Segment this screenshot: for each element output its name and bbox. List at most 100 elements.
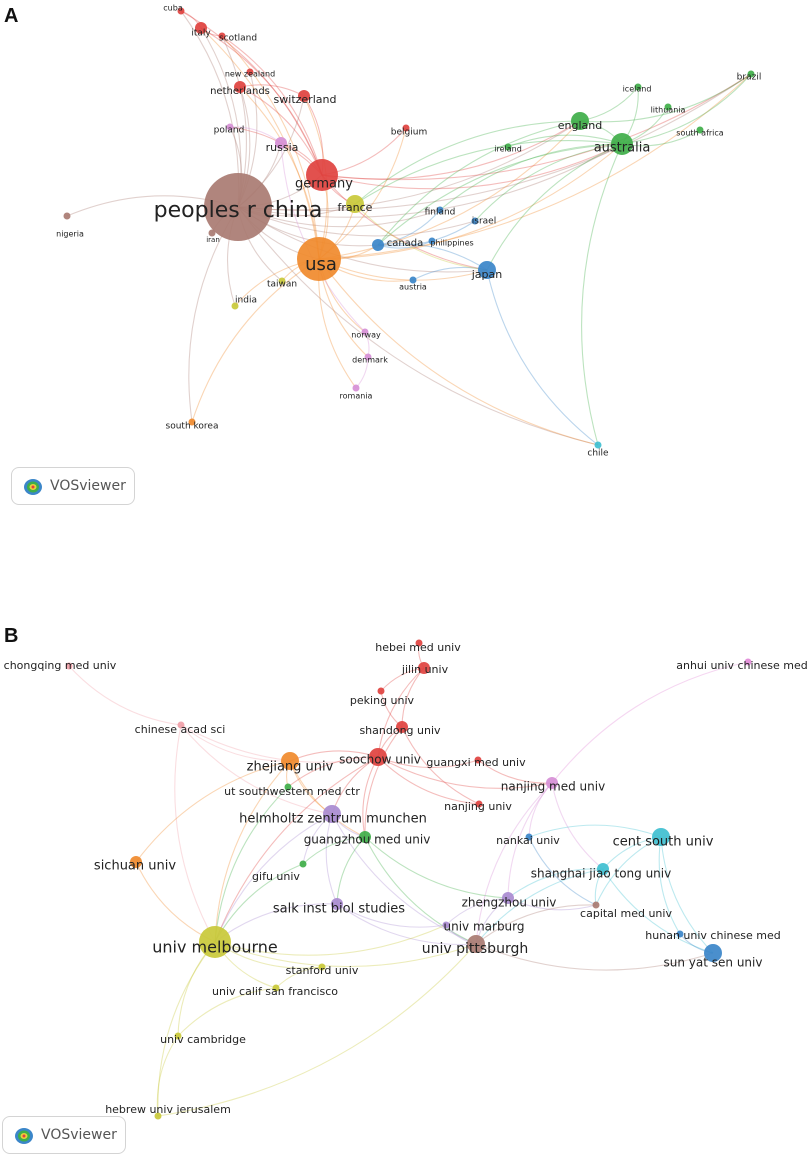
- node-lithuania[interactable]: [664, 103, 672, 111]
- node-newzealand[interactable]: [246, 68, 254, 76]
- node-canada[interactable]: [372, 239, 384, 251]
- node-pittsburgh[interactable]: [467, 935, 485, 953]
- node-israel[interactable]: [471, 217, 479, 225]
- node-finland[interactable]: [436, 206, 444, 214]
- node-sunyatsen[interactable]: [704, 944, 722, 962]
- node-label-cambridge: univ cambridge: [160, 1033, 246, 1046]
- node-label-shanghai: shanghai jiao tong univ: [531, 867, 671, 881]
- network-link: [177, 987, 277, 1037]
- node-chongqing[interactable]: [65, 662, 73, 670]
- node-germany[interactable]: [306, 159, 338, 191]
- node-capital[interactable]: [592, 901, 600, 909]
- node-label-scotland: scotland: [219, 34, 257, 44]
- node-peking[interactable]: [377, 687, 385, 695]
- node-sichuan[interactable]: [130, 856, 142, 868]
- node-china[interactable]: [204, 173, 272, 241]
- node-guangzhou[interactable]: [359, 831, 371, 843]
- node-iceland[interactable]: [634, 83, 642, 91]
- node-nanjingmed[interactable]: [546, 777, 558, 789]
- network-link: [321, 73, 752, 181]
- node-japan[interactable]: [478, 261, 496, 279]
- network-link: [377, 243, 488, 271]
- network-link: [377, 209, 441, 246]
- node-brazil[interactable]: [747, 70, 755, 78]
- network-link: [445, 897, 509, 926]
- network-link: [475, 782, 553, 945]
- node-switzerland[interactable]: [298, 90, 310, 102]
- node-zhejiang[interactable]: [281, 752, 299, 770]
- node-zhengzhou[interactable]: [502, 892, 514, 904]
- node-marburg[interactable]: [442, 921, 450, 929]
- node-england[interactable]: [571, 112, 589, 130]
- node-label-helmholtz: helmholtz zentrum munchen: [239, 812, 427, 827]
- network-link: [475, 943, 714, 971]
- node-label-russia: russia: [266, 141, 299, 154]
- node-utsw[interactable]: [284, 783, 292, 791]
- node-norway[interactable]: [361, 328, 369, 336]
- node-label-sunyatsen: sun yat sen univ: [664, 956, 763, 970]
- node-melbourne[interactable]: [199, 926, 231, 958]
- node-india[interactable]: [231, 302, 239, 310]
- node-label-england: england: [558, 119, 602, 132]
- panel-letter: A: [4, 5, 18, 27]
- node-shanghai[interactable]: [597, 863, 609, 875]
- node-cuba[interactable]: [177, 7, 185, 15]
- node-label-salk: salk inst biol studies: [273, 902, 405, 917]
- node-netherlands[interactable]: [234, 81, 246, 93]
- network-link: [528, 824, 662, 838]
- node-chile[interactable]: [594, 441, 602, 449]
- node-label-utsw: ut southwestern med ctr: [224, 785, 360, 798]
- node-hunan[interactable]: [676, 930, 684, 938]
- network-link: [200, 27, 323, 176]
- node-soochow[interactable]: [369, 748, 387, 766]
- node-chineseacad[interactable]: [177, 721, 185, 729]
- node-label-switzerland: switzerland: [274, 93, 337, 106]
- network-link: [191, 258, 320, 423]
- node-guangxi[interactable]: [474, 756, 482, 764]
- node-iran[interactable]: [208, 229, 216, 237]
- node-russia[interactable]: [275, 137, 287, 149]
- network-link: [302, 836, 366, 865]
- node-salk[interactable]: [331, 898, 343, 910]
- node-cambridge[interactable]: [174, 1032, 182, 1040]
- network-link: [214, 756, 379, 943]
- node-denmark[interactable]: [364, 353, 372, 361]
- node-ucsf[interactable]: [272, 984, 280, 992]
- node-italy[interactable]: [195, 22, 207, 34]
- node-poland[interactable]: [226, 123, 234, 131]
- network-link: [486, 143, 623, 271]
- node-label-southkorea: south korea: [166, 422, 219, 432]
- node-anhui[interactable]: [744, 658, 752, 666]
- node-nigeria[interactable]: [63, 212, 71, 220]
- network-link: [318, 73, 752, 260]
- node-southkorea[interactable]: [188, 418, 196, 426]
- node-usa[interactable]: [297, 237, 341, 281]
- node-ireland[interactable]: [504, 143, 512, 151]
- network-link: [68, 665, 182, 726]
- node-hebrew[interactable]: [154, 1112, 162, 1120]
- node-gifu[interactable]: [299, 860, 307, 868]
- network-link: [354, 140, 623, 205]
- node-helmholtz[interactable]: [323, 805, 341, 823]
- node-label-chineseacad: chinese acad sci: [135, 723, 226, 736]
- node-taiwan[interactable]: [278, 277, 286, 285]
- node-jilin[interactable]: [418, 662, 430, 674]
- node-france[interactable]: [346, 195, 364, 213]
- node-romania[interactable]: [352, 384, 360, 392]
- node-nankai[interactable]: [525, 833, 533, 841]
- node-austria[interactable]: [409, 276, 417, 284]
- node-scotland[interactable]: [218, 32, 226, 40]
- node-layer: [63, 7, 755, 449]
- node-australia[interactable]: [611, 133, 633, 155]
- node-southafrica[interactable]: [696, 126, 704, 134]
- node-label-ireland: ireland: [494, 145, 522, 154]
- node-centsouth[interactable]: [652, 828, 670, 846]
- node-hebei[interactable]: [415, 639, 423, 647]
- node-philippines[interactable]: [428, 237, 436, 245]
- node-shandong[interactable]: [396, 721, 408, 733]
- node-nanjing[interactable]: [475, 800, 483, 808]
- network-link: [595, 836, 662, 906]
- node-belgium[interactable]: [402, 124, 410, 132]
- vosviewer-badge-b: VOSviewer: [2, 1116, 126, 1154]
- node-stanford[interactable]: [318, 963, 326, 971]
